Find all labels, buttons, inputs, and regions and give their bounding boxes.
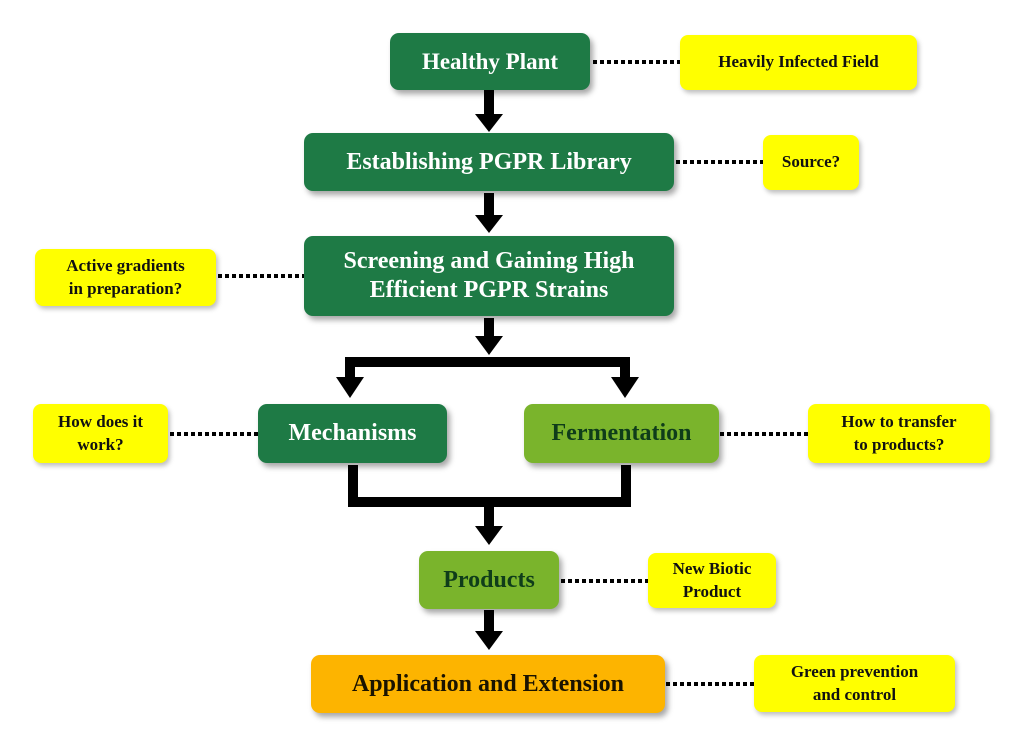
arrowhead-products (475, 526, 503, 545)
how-work-line1: How does it (58, 412, 143, 432)
healthy-plant-label: Healthy Plant (421, 48, 559, 74)
arrowhead-library (475, 114, 503, 132)
screening-label-line1: Screening and Gaining High (343, 248, 635, 275)
how-does-it-work-note: How does it work? (33, 404, 168, 463)
active-gradients-line1: Active gradients (66, 256, 185, 276)
mechanisms-box: Mechanisms (258, 404, 447, 463)
green-line1: Green prevention (790, 662, 919, 682)
arrowhead-mechanisms (336, 377, 364, 398)
green-line2: and control (812, 684, 897, 704)
infected-field-label: Heavily Infected Field (718, 52, 879, 72)
active-gradients-note: Active gradients in preparation? (35, 249, 216, 306)
healthy-plant-box: Healthy Plant (390, 33, 590, 90)
arrowhead-screening (475, 215, 503, 233)
dotted-links (170, 60, 808, 686)
mechanisms-label: Mechanisms (288, 420, 417, 447)
arrowhead-fermentation (611, 377, 639, 398)
application-box: Application and Extension (311, 655, 665, 713)
how-work-line2: work? (77, 434, 124, 454)
infected-field-note: Heavily Infected Field (680, 35, 917, 90)
fermentation-label: Fermentation (551, 420, 692, 447)
screening-label-line2: Efficient PGPR Strains (369, 277, 609, 303)
arrowhead-split (475, 336, 503, 355)
products-box: Products (419, 551, 559, 609)
new-biotic-product-note: New Biotic Product (648, 553, 776, 608)
transfer-line1: How to transfer (841, 412, 957, 432)
pgpr-library-box: Establishing PGPR Library (304, 133, 674, 191)
active-gradients-line2: in preparation? (68, 278, 183, 298)
arrowhead-application (475, 631, 503, 650)
pgpr-library-label: Establishing PGPR Library (346, 148, 632, 175)
transfer-to-products-note: How to transfer to products? (808, 404, 990, 463)
transfer-line2: to products? (853, 434, 945, 454)
screening-box: Screening and Gaining High Efficient PGP… (304, 236, 674, 316)
split-bracket (345, 357, 630, 381)
biotic-line2: Product (682, 581, 742, 601)
source-label: Source? (781, 152, 841, 172)
green-prevention-note: Green prevention and control (754, 655, 955, 712)
products-label: Products (443, 566, 535, 593)
flow-arrows (345, 90, 631, 635)
biotic-line1: New Biotic (672, 559, 752, 579)
fermentation-box: Fermentation (524, 404, 719, 463)
merge-bracket (348, 465, 631, 507)
application-label: Application and Extension (351, 670, 625, 697)
source-note: Source? (763, 135, 859, 190)
arrowheads (336, 114, 639, 650)
